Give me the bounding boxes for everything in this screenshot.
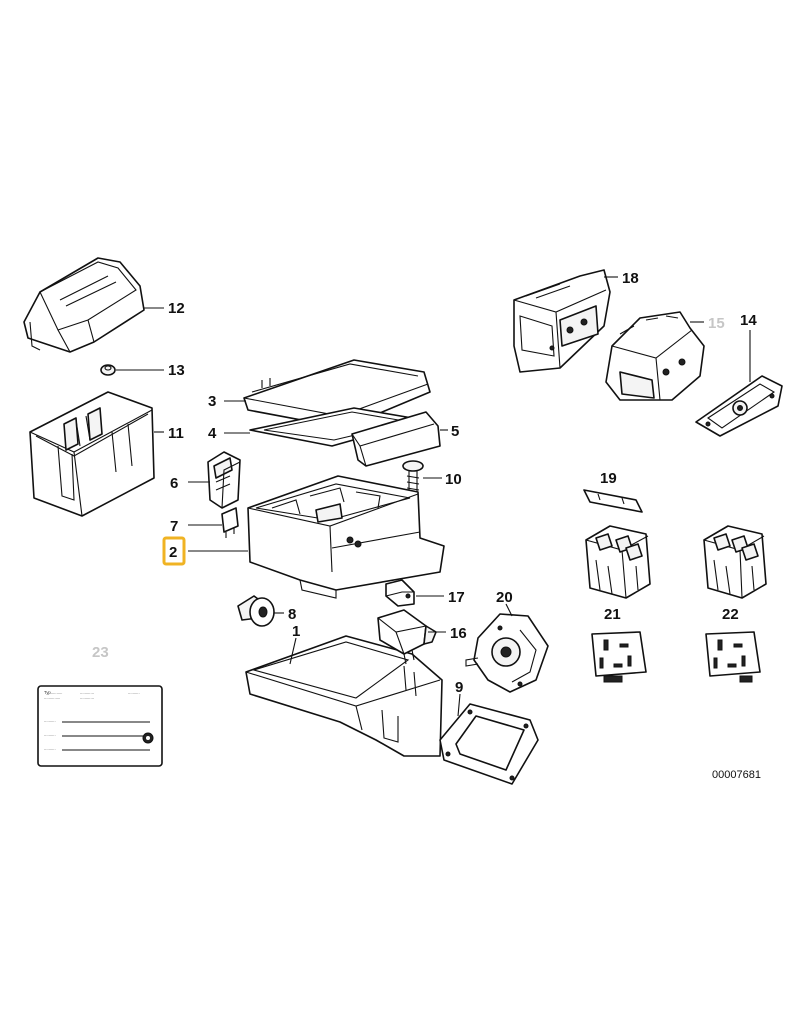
part-21-relay-socket[interactable] — [585, 525, 651, 599]
callout-2[interactable]: 2 — [169, 544, 177, 561]
part-11-housing[interactable] — [29, 391, 155, 517]
part-22-relay-socket[interactable] — [703, 525, 767, 599]
part-2-main-box[interactable] — [247, 475, 445, 599]
part-18-relay-bracket[interactable] — [513, 269, 611, 373]
svg-text:..........: .......... — [44, 718, 56, 723]
svg-text:..........: .......... — [44, 746, 56, 751]
part-23-label-sticker[interactable]: Typ.......... .............. ...........… — [37, 685, 163, 767]
svg-text:............: ............ — [80, 690, 94, 695]
part-9-frame-gasket[interactable] — [439, 703, 539, 785]
part-12-cover[interactable] — [23, 257, 145, 353]
part-20-round-grommet[interactable] — [465, 613, 549, 693]
part-6-holder[interactable] — [207, 451, 241, 509]
callout-10[interactable]: 10 — [445, 471, 462, 488]
callout-17[interactable]: 17 — [448, 589, 465, 606]
svg-text:Typ..........: Typ.......... — [44, 690, 62, 695]
callout-14[interactable]: 14 — [740, 312, 757, 329]
part-16-connector[interactable] — [377, 609, 437, 665]
part-19-strip[interactable] — [583, 489, 643, 513]
part-1-lower-tray[interactable] — [245, 635, 443, 757]
part-13-nut[interactable] — [100, 364, 116, 376]
part-17-clip[interactable] — [385, 579, 415, 607]
callouts: 12 13 11 3 4 5 6 10 7 2 8 1 17 16 20 9 1… — [92, 270, 757, 696]
svg-text:............: ............ — [80, 695, 94, 700]
svg-text:..........: .......... — [128, 690, 140, 695]
callout-3[interactable]: 3 — [208, 393, 216, 410]
part-22-pinout — [705, 631, 761, 683]
leader-lines — [116, 276, 751, 717]
callout-9[interactable]: 9 — [455, 679, 463, 696]
callout-4[interactable]: 4 — [208, 425, 217, 442]
part-21-pinout — [591, 631, 647, 683]
callout-23[interactable]: 23 — [92, 644, 109, 661]
part-14-plate[interactable] — [695, 375, 783, 437]
part-3-lid[interactable] — [243, 359, 431, 429]
callout-7[interactable]: 7 — [170, 518, 178, 535]
part-8-grommet[interactable] — [237, 595, 275, 627]
callout-1[interactable]: 1 — [292, 623, 300, 640]
diagram-reference-number: 00007681 — [712, 769, 761, 781]
svg-text:..........: .......... — [44, 732, 56, 737]
callout-16[interactable]: 16 — [450, 625, 467, 642]
callout-20[interactable]: 20 — [496, 589, 513, 606]
callout-13[interactable]: 13 — [168, 362, 185, 379]
part-5-cover-strip[interactable] — [351, 411, 441, 467]
callout-21[interactable]: 21 — [604, 606, 621, 623]
callout-15[interactable]: 15 — [708, 315, 725, 332]
callout-2-highlight — [162, 536, 186, 566]
svg-text:..............: .............. — [44, 695, 60, 700]
part-15-relay-bracket[interactable] — [605, 311, 705, 401]
callout-22[interactable]: 22 — [722, 606, 739, 623]
part-10-screw[interactable] — [402, 460, 424, 501]
callout-11[interactable]: 11 — [168, 425, 184, 442]
callout-8[interactable]: 8 — [288, 606, 296, 623]
callout-18[interactable]: 18 — [622, 270, 639, 287]
callout-19[interactable]: 19 — [600, 470, 617, 487]
callout-6[interactable]: 6 — [170, 475, 178, 492]
callout-5[interactable]: 5 — [451, 423, 459, 440]
callout-12[interactable]: 12 — [168, 300, 185, 317]
part-7-fuse[interactable] — [221, 507, 239, 538]
